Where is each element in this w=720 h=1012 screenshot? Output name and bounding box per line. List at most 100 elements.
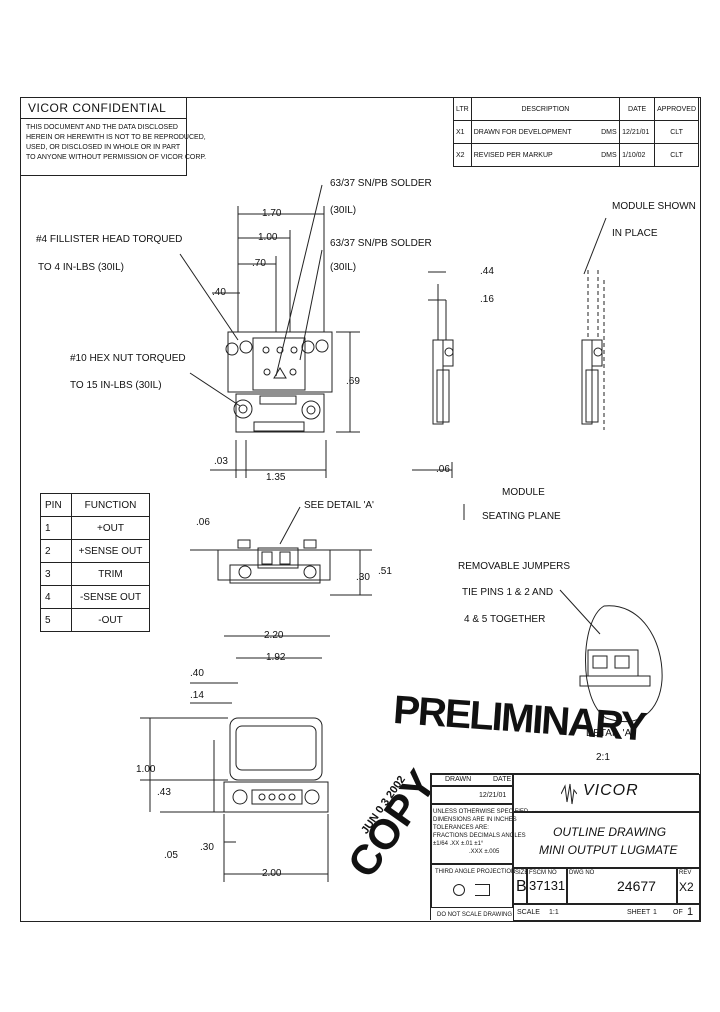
plan-view — [223, 717, 329, 813]
hexnut-label-2: TO 15 IN-LBS (30IL) — [70, 380, 162, 391]
third-angle-cone-icon — [475, 884, 490, 896]
rev-header-approved: APPROVED — [654, 97, 699, 121]
confidential-line-4: TO ANYONE WITHOUT PERMISSION OF VICOR CO… — [26, 154, 207, 161]
revision-table: LTR DESCRIPTION DATE APPROVED X1 DRAWN F… — [453, 97, 699, 167]
detail-scale-label: 2:1 — [596, 752, 610, 763]
front-view — [225, 331, 333, 433]
tb-sheet-label: SHEET — [627, 909, 651, 916]
confidential-line-3: USED, OR DISCLOSED IN WHOLE OR IN PART — [26, 144, 181, 151]
pin-number: 1 — [40, 516, 72, 540]
title-block: DRAWN DATE 12/21/01 UNLESS OTHERWISE SPE… — [430, 773, 700, 921]
dim-69: .69 — [346, 376, 360, 387]
jumpers-label-2: TIE PINS 1 & 2 AND — [462, 587, 554, 598]
dim-06-side: .06 — [436, 464, 450, 475]
jumpers-label-1: REMOVABLE JUMPERS — [458, 561, 571, 572]
hexnut-label: #10 HEX NUT TORQUED — [70, 353, 186, 364]
tb-dwg: 24677 — [617, 878, 656, 894]
dim-30-b: .30 — [200, 842, 214, 853]
dim-51: .51 — [378, 566, 392, 577]
pin-number: 3 — [40, 562, 72, 586]
pin-number: 2 — [40, 539, 72, 563]
tb-fscm: 37131 — [529, 878, 566, 893]
rev-date: 12/21/01 — [619, 120, 656, 144]
module-shown-label: MODULE SHOWN — [612, 201, 696, 212]
screw-label: #4 FILLISTER HEAD TORQUED — [36, 234, 183, 245]
detail-a-label: DETAIL 'A' — [586, 728, 634, 739]
dimension-lines — [140, 206, 453, 882]
solder-label-2: 63/37 SN/PB SOLDER — [330, 238, 432, 249]
tb-title-1: OUTLINE DRAWING — [553, 825, 667, 839]
pin-function: TRIM — [71, 562, 150, 586]
dim-1-00-b: 1.00 — [136, 764, 156, 775]
tb-size-label: SIZE — [515, 870, 529, 876]
tb-notes-6: .XXX ±.005 — [469, 849, 500, 855]
side-view-1 — [432, 284, 454, 425]
third-angle-icon — [453, 884, 465, 896]
bottom-view — [217, 539, 331, 584]
dim-2-00: 2.00 — [262, 868, 282, 879]
pin-function: -OUT — [71, 608, 150, 632]
solder-label-1b: (30IL) — [330, 205, 357, 216]
dim-40-b: .40 — [190, 668, 204, 679]
dim-06: .06 — [196, 517, 210, 528]
solder-label-1: 63/37 SN/PB SOLDER — [330, 178, 432, 189]
tb-of: OF — [673, 909, 683, 916]
tb-rev-label: REV — [679, 870, 692, 876]
tb-notes-5: ±1/64 .XX ±.01 ±1° — [433, 841, 484, 847]
function-header: FUNCTION — [71, 493, 150, 517]
see-detail-label: SEE DETAIL 'A' — [304, 500, 374, 511]
tb-date: 12/21/01 — [479, 792, 507, 799]
tb-scale-label: SCALE — [517, 909, 540, 916]
tb-sheet-total: 1 — [687, 906, 694, 918]
rev-approved: CLT — [654, 143, 699, 167]
tb-rev: X2 — [679, 880, 694, 894]
dim-1-92: 1.92 — [266, 652, 286, 663]
rev-desc: REVISED PER MARKUP — [470, 143, 600, 167]
vicor-logo-icon — [561, 782, 577, 806]
pin-function: +SENSE OUT — [71, 539, 150, 563]
pin-function-table: PIN FUNCTION 1 +OUT 2 +SENSE OUT 3 TRIM … — [40, 493, 150, 632]
dim-40: .40 — [212, 287, 226, 298]
tb-notes-4: FRACTIONS DECIMALS ANGLES — [433, 833, 526, 839]
screw-label-2: TO 4 IN-LBS (30IL) — [38, 262, 124, 273]
tb-notes-2: DIMENSIONS ARE IN INCHES — [433, 817, 517, 823]
dim-1-00: 1.00 — [258, 232, 278, 243]
leader-lines — [179, 184, 607, 635]
drawing-frame — [20, 97, 701, 922]
pin-function: -SENSE OUT — [71, 585, 150, 609]
tb-sheet: 1 — [653, 909, 657, 916]
pin-number: 4 — [40, 585, 72, 609]
rev-row: X2 REVISED PER MARKUP DMS 1/10/02 CLT — [453, 143, 699, 167]
dim-70: .70 — [252, 258, 266, 269]
dim-05: .05 — [164, 850, 178, 861]
pin-function: +OUT — [71, 516, 150, 540]
rev-date: 1/10/02 — [619, 143, 656, 167]
confidential-box: VICOR CONFIDENTIAL THIS DOCUMENT AND THE… — [20, 97, 206, 176]
pin-header: PIN — [40, 493, 72, 517]
dim-14: .14 — [190, 690, 204, 701]
dim-2-20: 2.20 — [264, 630, 284, 641]
seating-plane-label: SEATING PLANE — [482, 511, 561, 522]
jumpers-label-3: 4 & 5 TOGETHER — [464, 614, 546, 625]
dim-1-35: 1.35 — [266, 472, 286, 483]
table-row: 4 -SENSE OUT — [40, 585, 150, 609]
detail-a — [579, 605, 663, 723]
tb-size: B — [516, 878, 527, 895]
confidential-title: VICOR CONFIDENTIAL — [28, 101, 167, 115]
tb-drawn-label: DRAWN — [445, 776, 472, 783]
tb-scale: 1:1 — [549, 909, 559, 916]
confidential-line-2: HEREIN OR HEREWITH IS NOT TO BE REPRODUC… — [26, 134, 206, 141]
tb-fscm-label: FSCM NO — [529, 870, 557, 876]
confidential-line-1: THIS DOCUMENT AND THE DATA DISCLOSED — [26, 124, 178, 131]
tb-notes-1: UNLESS OTHERWISE SPECIFIED — [433, 809, 529, 815]
module-label: MODULE — [502, 487, 545, 498]
tb-dwg-label: DWG NO — [569, 870, 595, 876]
rev-header-date: DATE — [619, 97, 656, 121]
table-row: 2 +SENSE OUT — [40, 539, 150, 563]
dim-44: .44 — [480, 266, 494, 277]
side-view-2 — [581, 270, 605, 430]
tb-third-angle: THIRD ANGLE PROJECTION — [435, 869, 516, 875]
tb-notes-3: TOLERANCES ARE: — [433, 825, 489, 831]
dim-16: .16 — [480, 294, 494, 305]
